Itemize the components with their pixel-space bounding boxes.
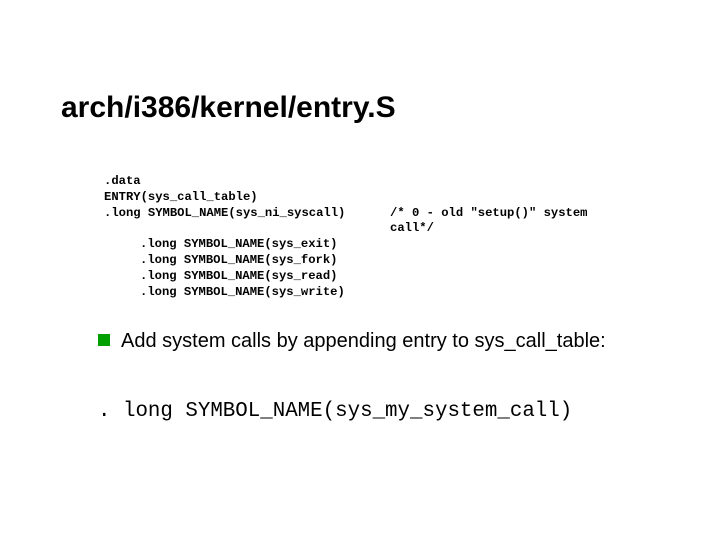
bullet-square-icon [98,334,110,346]
code-line: call*/ [104,221,434,237]
code-line: .long SYMBOL_NAME(sys_fork) [140,252,338,267]
code-line: .long SYMBOL_NAME(sys_exit) [140,237,338,252]
code-line: .data [104,174,141,188]
bullet-item: Add system calls by appending entry to s… [98,329,618,354]
bullet-text: Add system calls by appending entry to s… [121,330,606,352]
code-comment: call*/ [390,221,434,236]
slide-title: arch/i386/kernel/entry.S [61,91,396,124]
code-listing: .data ENTRY(sys_call_table) .long SYMBOL… [104,174,587,300]
code-line: .long SYMBOL_NAME(sys_read) [140,268,338,283]
code-line-text: .long SYMBOL_NAME(sys_ni_syscall) [104,205,346,220]
code-line: .long SYMBOL_NAME(sys_ni_syscall) /* 0 -… [104,205,587,222]
code-line: .long SYMBOL_NAME(sys_write) [140,284,345,299]
code-example: . long SYMBOL_NAME(sys_my_system_call) [98,400,573,423]
code-line: ENTRY(sys_call_table) [104,189,258,204]
code-comment: /* 0 - old "setup()" system [390,205,588,220]
